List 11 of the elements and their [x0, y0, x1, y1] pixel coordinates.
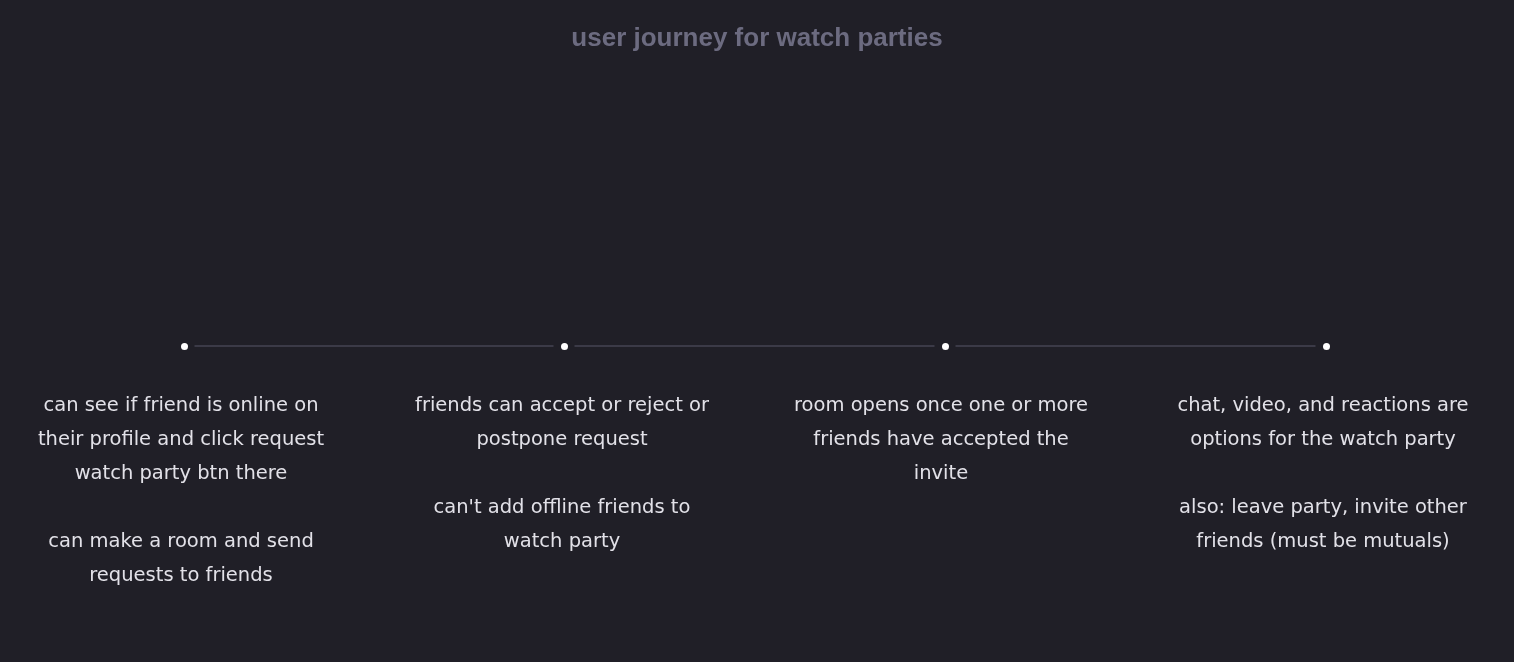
step-description: can see if friend is online on their profile and click request watch party btn there — [36, 392, 326, 486]
timeline-line — [573, 345, 936, 347]
step-description: also: leave party, invite other friends (must be mutuals) — [1178, 494, 1468, 554]
step-description: room opens once one or more friends have accepted the invite — [793, 392, 1089, 486]
diagram-title: user journey for watch parties — [570, 21, 944, 54]
step-description: can't add offline friends to watch party — [432, 494, 692, 554]
step-description: chat, video, and reactions are options for the watch party — [1176, 392, 1470, 452]
timeline-line — [193, 345, 555, 347]
timeline-line — [954, 345, 1317, 347]
step-description: can make a room and send requests to friends — [47, 528, 315, 588]
step-description: friends can accept or reject or postpone request — [414, 392, 710, 452]
